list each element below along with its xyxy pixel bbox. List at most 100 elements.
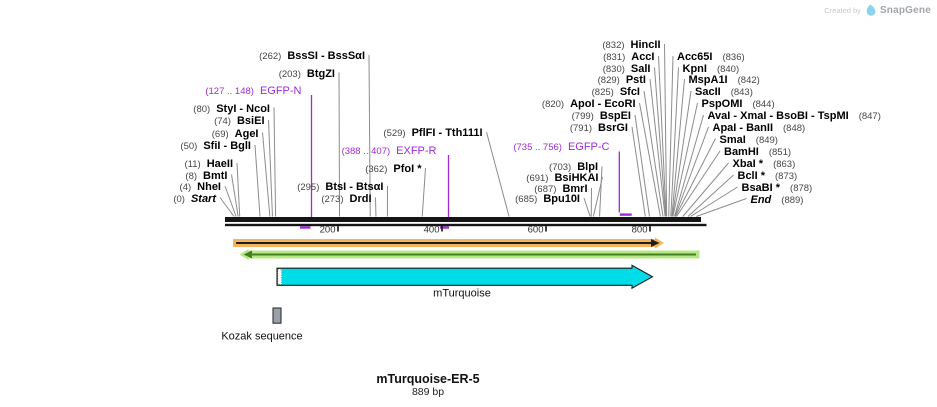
site-label-bspei: (799) BspEI (572, 107, 631, 123)
site-label-haeii: (11) HaeII (185, 155, 234, 171)
leader-line-acc65i (668, 55, 674, 217)
site-label-sacii: SacII(843) (695, 83, 753, 99)
site-name: BmtI (203, 169, 228, 182)
site-position: (840) (716, 63, 740, 75)
leader-line-acci (658, 55, 667, 217)
leader-line-bsabi (690, 186, 738, 217)
site-label-styi-ncoi: (80)StyI - NcoI (193, 100, 270, 116)
site-label-bcli: BclI *(873) (738, 167, 798, 183)
mturquoise-arrow (276, 264, 654, 290)
orf-arrow-reverse-core-head (243, 250, 252, 259)
site-name: SfcI (619, 86, 640, 98)
site-name: BsiHKAI (554, 172, 599, 184)
primer-bar-egfp-c (619, 213, 632, 216)
site-label-hincii: (832)HincII (602, 36, 660, 52)
site-label-blpi: (703) BlpI (549, 158, 598, 174)
site-name: MspA1I (688, 74, 728, 86)
orf-arrow-forward-core-head (651, 239, 660, 247)
site-position: (848) (783, 123, 806, 134)
site-label-pflfi-tth111i: (529)PflFI - Tth111I (383, 124, 482, 140)
site-label-sfci: (825) SfcI (592, 83, 640, 99)
site-position: (80) (193, 103, 211, 115)
site-name: BtsI - BtsαI (325, 181, 384, 193)
site-position: (74) (214, 116, 231, 127)
primer-label-egfp-c: (735 .. 756)EGFP-C (513, 138, 609, 154)
site-position: (863) (773, 159, 796, 170)
site-position: (842) (737, 75, 760, 86)
site-name: PspOMI (701, 98, 743, 110)
site-label-nhei: (4) NheI (180, 178, 221, 194)
site-position: (889) (781, 194, 804, 206)
sequence-bar (225, 217, 701, 222)
site-name: BlpI (577, 161, 598, 174)
kozak-label: Kozak sequence (221, 330, 303, 343)
leader-line-pfoi (421, 167, 426, 217)
leader-line-sfci (643, 90, 664, 217)
site-position: (69) (211, 128, 229, 140)
site-position: (4) (179, 182, 192, 193)
site-name: NheI (197, 181, 221, 193)
site-position: (703) (549, 162, 572, 174)
site-position: (295) (297, 182, 320, 193)
leader-line-smai (675, 138, 716, 217)
site-position: (50) (180, 141, 198, 152)
site-name: HaeII (206, 158, 233, 170)
site-position: (362) (365, 164, 388, 175)
site-name: End (750, 193, 772, 206)
site-name: ApoI - EcoRI (570, 98, 636, 110)
leader-line-pspomi (672, 102, 698, 217)
site-position: (273) (321, 193, 344, 205)
leader-line-bsiei (268, 119, 273, 217)
leader-line-sfii-bgli (254, 144, 261, 217)
site-position: (843) (730, 87, 753, 98)
site-position: (799) (571, 111, 594, 122)
site-position: (825) (591, 87, 614, 98)
leader-line-apai-banii (674, 126, 709, 217)
site-position: (691) (526, 173, 549, 184)
site-position: (836) (722, 52, 745, 63)
ruler-label-200: 200 (319, 224, 336, 236)
site-position: (127 .. 148) (205, 86, 254, 97)
site-name: PflFI - Tth111I (411, 127, 483, 139)
site-label-bsiei: (74)BsiEI (214, 112, 264, 128)
site-position: (388 .. 407) (341, 146, 391, 157)
leader-line-xbai (682, 162, 729, 217)
site-name: Acc65I (677, 51, 713, 63)
leader-line-blpi (599, 166, 603, 217)
leader-line-psti (649, 78, 666, 217)
leader-line-mspa1i (671, 78, 685, 217)
site-position: (830) (602, 63, 625, 75)
leader-line-bspei (634, 114, 650, 217)
site-label-psti: (829)PstI (598, 71, 646, 87)
site-position: (873) (775, 171, 798, 182)
site-position: (878) (790, 183, 813, 194)
site-label-bsihkai: (691) BsiHKAI (526, 169, 598, 185)
site-label-bmti: (8)BmtI (185, 167, 227, 183)
site-label-btsi-bts-i: (295) BtsI - BtsαI (297, 178, 383, 194)
site-name: EXFP-R (396, 145, 437, 157)
ruler-label-400: 400 (423, 224, 440, 236)
site-label-apai-banii: ApaI - BanII(848) (713, 119, 806, 135)
site-label-xbai: XbaI *(863) (733, 155, 796, 171)
mturquoise-arrow-hatch (277, 268, 283, 285)
site-position: (0) (173, 193, 185, 205)
leader-line-bcli (687, 174, 734, 217)
site-name: BssSI - BssSαI (287, 50, 365, 62)
leader-line-bpu10i (583, 197, 591, 217)
ruler-label-800: 800 (631, 224, 648, 236)
map-length: 889 bp (411, 386, 445, 399)
site-name: BspEI (599, 110, 631, 122)
site-position: (831) (603, 52, 626, 63)
leader-line-btgzi (338, 72, 341, 217)
leader-line-bamhi (676, 150, 721, 217)
site-position: (203) (278, 68, 301, 80)
site-name: EGFP-N (259, 85, 302, 97)
site-name: BsrGI (598, 122, 628, 134)
site-name: Bpu10I (543, 193, 580, 205)
site-position: (820) (541, 99, 565, 110)
site-position: (11) (184, 159, 201, 170)
site-label-btgzi: (203)BtgZI (279, 65, 335, 81)
site-position: (735 .. 756) (513, 142, 562, 153)
site-position: (832) (602, 40, 625, 51)
site-position: (844) (752, 99, 775, 110)
